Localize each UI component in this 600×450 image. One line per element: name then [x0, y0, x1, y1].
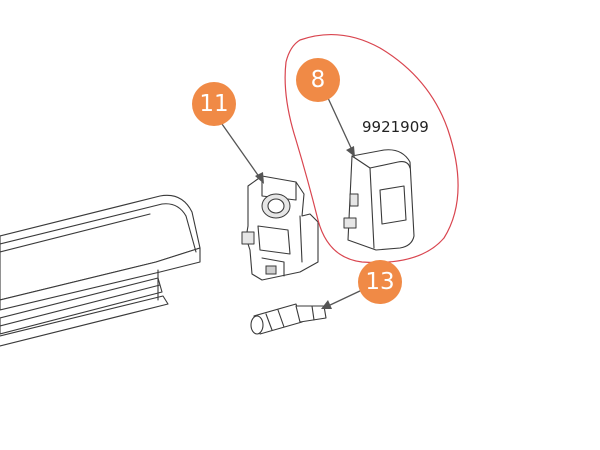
connector-plug [250, 303, 327, 335]
callout-11: 11 [192, 82, 236, 126]
awning-rail [0, 194, 201, 347]
callout-13: 13 [358, 260, 402, 304]
callout-8: 8 [296, 58, 340, 102]
callout-11-label: 11 [199, 91, 228, 117]
part-number-label: 9921909 [362, 118, 429, 136]
end-cover [343, 149, 415, 251]
callout-13-label: 13 [365, 269, 394, 295]
end-cap-bracket [241, 175, 319, 281]
callout-8-label: 8 [311, 67, 326, 93]
leader-lines [221, 97, 363, 309]
